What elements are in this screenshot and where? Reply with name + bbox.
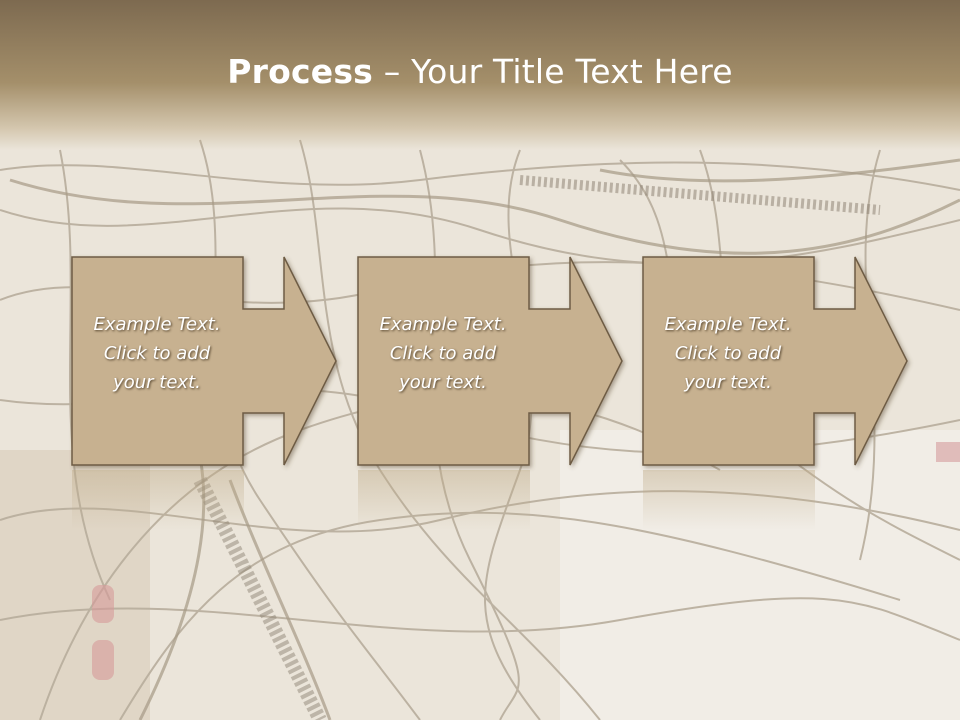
step-text-line: Click to add [103, 343, 211, 364]
step-3-reflection [643, 470, 815, 530]
slide-title[interactable]: Process – Your Title Text Here [0, 52, 960, 91]
process-step-3[interactable]: Example Text. Click to add your text. [642, 256, 942, 468]
title-rest-part: – Your Title Text Here [373, 52, 733, 91]
step-text-line: Click to add [674, 343, 782, 364]
step-text-line: your text. [684, 372, 772, 393]
step-text-line: Example Text. [379, 314, 507, 335]
step-text-line: Click to add [389, 343, 497, 364]
step-text-line: Example Text. [664, 314, 792, 335]
step-text[interactable]: Example Text. Click to add your text. [642, 310, 814, 397]
title-band [0, 0, 960, 150]
box-arrow-shape [642, 256, 908, 466]
step-1-reflection [72, 470, 244, 530]
process-step-2[interactable]: Example Text. Click to add your text. [357, 256, 702, 468]
step-text-line: Example Text. [93, 314, 221, 335]
step-text-line: your text. [399, 372, 487, 393]
process-step-1[interactable]: Example Text. Click to add your text. [71, 256, 416, 468]
step-text-line: your text. [113, 372, 201, 393]
box-arrow-shape [71, 256, 337, 466]
step-2-reflection [358, 470, 530, 530]
title-bold-part: Process [227, 52, 374, 91]
step-text[interactable]: Example Text. Click to add your text. [357, 310, 529, 397]
step-text[interactable]: Example Text. Click to add your text. [71, 310, 243, 397]
box-arrow-shape [357, 256, 623, 466]
